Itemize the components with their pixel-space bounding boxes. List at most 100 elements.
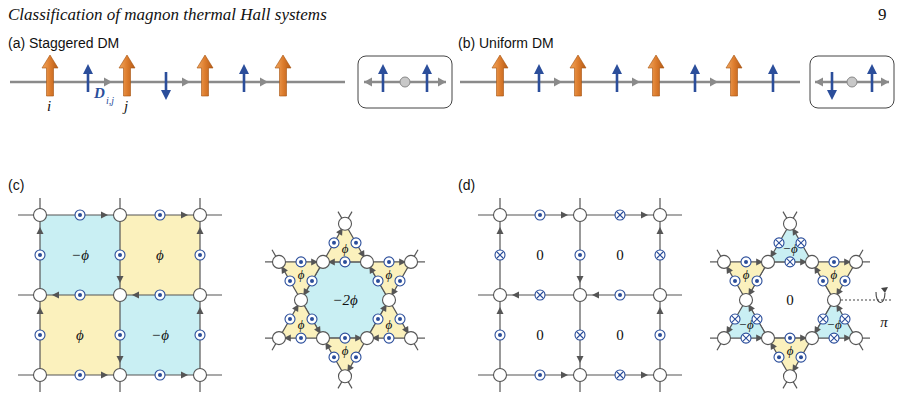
dm-out-of-page	[195, 330, 205, 340]
dm-into-page	[754, 316, 760, 322]
dm-out-of-page	[307, 314, 317, 324]
dm-out-of-page	[741, 257, 751, 267]
dm-into-page	[842, 316, 848, 322]
panel-title: (a) Staggered DM	[8, 36, 119, 51]
dm-vector	[161, 72, 171, 100]
bond-arrowhead	[592, 292, 599, 299]
dm-out-of-page	[340, 257, 350, 267]
dm-vector	[867, 64, 877, 92]
dm-into-page	[743, 335, 749, 341]
dm-out-of-page	[299, 260, 303, 264]
dm-into-page	[831, 335, 837, 341]
dm-out-of-page	[395, 276, 405, 286]
dm-out-of-page	[832, 260, 836, 264]
dm-out-of-page	[799, 355, 803, 359]
bond-arrowhead	[101, 372, 108, 379]
flux-label: ϕ	[298, 267, 305, 281]
dm-into-page	[617, 372, 623, 378]
spin-arrow	[119, 55, 135, 96]
dm-out-of-page	[332, 241, 336, 245]
bond-arrowhead	[117, 276, 124, 283]
dm-out-of-page	[78, 293, 82, 297]
lattice-site	[194, 289, 207, 302]
lattice-site	[339, 370, 352, 383]
lattice-site	[654, 369, 667, 382]
dm-out-of-page	[495, 330, 505, 340]
dm-into-page	[732, 316, 738, 322]
lattice-site	[34, 209, 47, 222]
plaquette	[40, 215, 120, 295]
dm-out-of-page	[730, 276, 740, 286]
dm-out-of-page	[115, 250, 125, 260]
vector-label: D	[94, 85, 105, 102]
lattice-site	[740, 294, 753, 307]
dm-into-page	[495, 250, 505, 260]
running-head: Classification of magnon thermal Hall sy…	[8, 6, 327, 25]
dm-out-of-page	[340, 333, 350, 343]
flux-label: 0	[786, 292, 794, 309]
lattice-site	[762, 255, 775, 268]
dm-into-page	[657, 252, 663, 258]
lattice-site	[361, 255, 374, 268]
bond-arrowhead	[577, 356, 584, 363]
dm-out-of-page	[75, 290, 85, 300]
flux-label: ϕ	[831, 267, 838, 281]
vector-subscript: i,j	[106, 95, 114, 106]
lattice-site	[295, 294, 308, 307]
lattice-site	[850, 255, 863, 268]
bond-arrowhead	[197, 307, 204, 314]
flux-label: 0	[616, 247, 624, 264]
flux-label: ϕ	[743, 267, 750, 281]
rotation-arrow	[881, 287, 888, 293]
dm-into-page	[577, 332, 583, 338]
bond-arrowhead	[641, 212, 648, 219]
dm-out-of-page	[384, 333, 394, 343]
lattice-site	[806, 255, 819, 268]
dm-out-of-page	[398, 317, 402, 321]
lattice-site	[317, 255, 330, 268]
lattice-site	[574, 289, 587, 302]
dm-out-of-page	[373, 314, 383, 324]
dm-out-of-page	[343, 260, 347, 264]
dm-into-page	[657, 252, 663, 258]
dm-into-page	[820, 316, 826, 322]
dm-out-of-page	[310, 317, 314, 321]
dm-out-of-page	[658, 333, 662, 337]
lattice-site	[405, 332, 418, 345]
lattice-site	[494, 289, 507, 302]
dm-out-of-page	[38, 253, 42, 257]
lattice-site	[114, 369, 127, 382]
dm-into-page	[842, 316, 848, 322]
flux-label: ϕ	[787, 344, 794, 358]
rotation-angle: π	[880, 314, 888, 331]
lattice-site	[494, 369, 507, 382]
inversion-center	[847, 77, 857, 87]
dm-out-of-page	[296, 257, 306, 267]
page-number: 9	[878, 6, 887, 25]
bond-arrowhead	[364, 78, 372, 87]
lattice-site	[654, 289, 667, 302]
dm-into-page	[785, 257, 795, 267]
dm-out-of-page	[310, 279, 314, 283]
dm-out-of-page	[387, 336, 391, 340]
flux-label: −ϕ	[71, 247, 89, 264]
flux-label: 0	[536, 247, 544, 264]
bond-arrowhead	[117, 356, 124, 363]
dm-out-of-page	[35, 330, 45, 340]
plaquette	[580, 295, 660, 375]
bond-arrowhead	[497, 307, 504, 314]
plaquette	[40, 295, 120, 375]
inversion-center	[400, 77, 410, 87]
flux-label: ϕ	[298, 318, 305, 332]
dm-vector	[690, 64, 700, 92]
inset-box	[810, 56, 894, 108]
spin-arrow	[570, 55, 586, 96]
dm-into-page	[497, 252, 503, 258]
flux-label: −ϕ	[738, 318, 754, 332]
dm-into-page	[776, 240, 782, 246]
dm-out-of-page	[398, 279, 402, 283]
bond-arrowhead	[181, 372, 188, 379]
rotation-axis	[841, 299, 892, 300]
dm-vector	[83, 64, 93, 92]
dm-out-of-page	[535, 210, 545, 220]
